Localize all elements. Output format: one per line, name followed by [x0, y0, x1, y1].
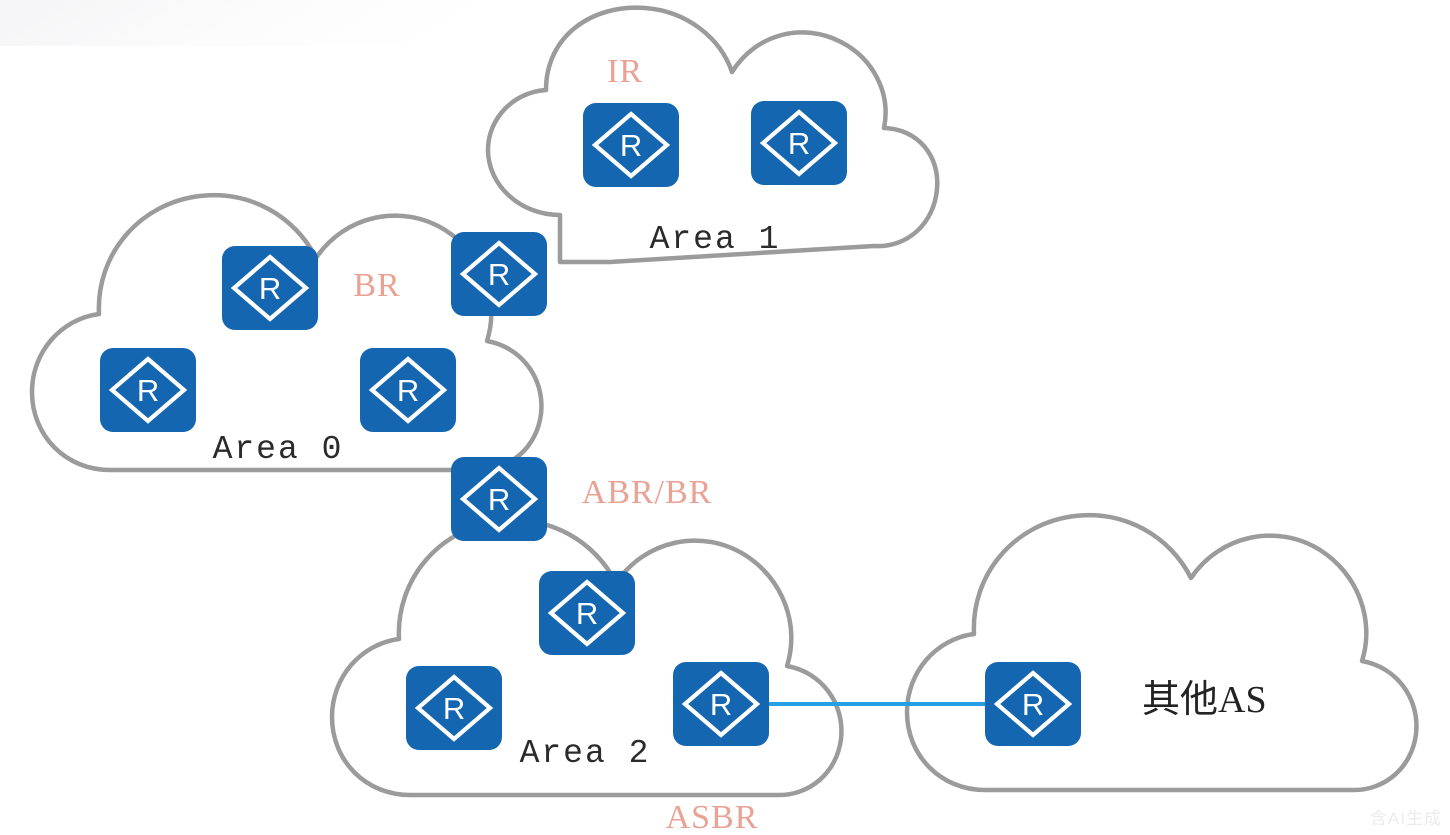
area-label-other-as: 其他AS: [1142, 679, 1267, 721]
router-area0-r1[interactable]: [222, 246, 318, 330]
router-area2-r2[interactable]: [406, 666, 502, 750]
router-other-as[interactable]: [985, 662, 1081, 746]
role-label-ir: IR: [607, 53, 643, 90]
router-area2-r1[interactable]: [539, 571, 635, 655]
router-area0-r2[interactable]: [100, 348, 196, 432]
role-label-br: BR: [353, 267, 400, 304]
role-label-asbr: ASBR: [666, 799, 759, 835]
cloud-area-1: [485, 5, 940, 265]
router-area0-r3[interactable]: [360, 348, 456, 432]
area-label-area2: Area 2: [520, 735, 651, 772]
router-abr-br[interactable]: [451, 457, 547, 541]
role-label-abr-br: ABR/BR: [582, 474, 713, 511]
router-area1-r2[interactable]: [751, 101, 847, 185]
area-label-area0: Area 0: [213, 431, 344, 468]
router-br[interactable]: [451, 232, 547, 316]
router-area1-r1[interactable]: [583, 103, 679, 187]
router-asbr[interactable]: [673, 662, 769, 746]
area-label-area1: Area 1: [650, 221, 781, 258]
cloud-other-as: [904, 512, 1419, 793]
